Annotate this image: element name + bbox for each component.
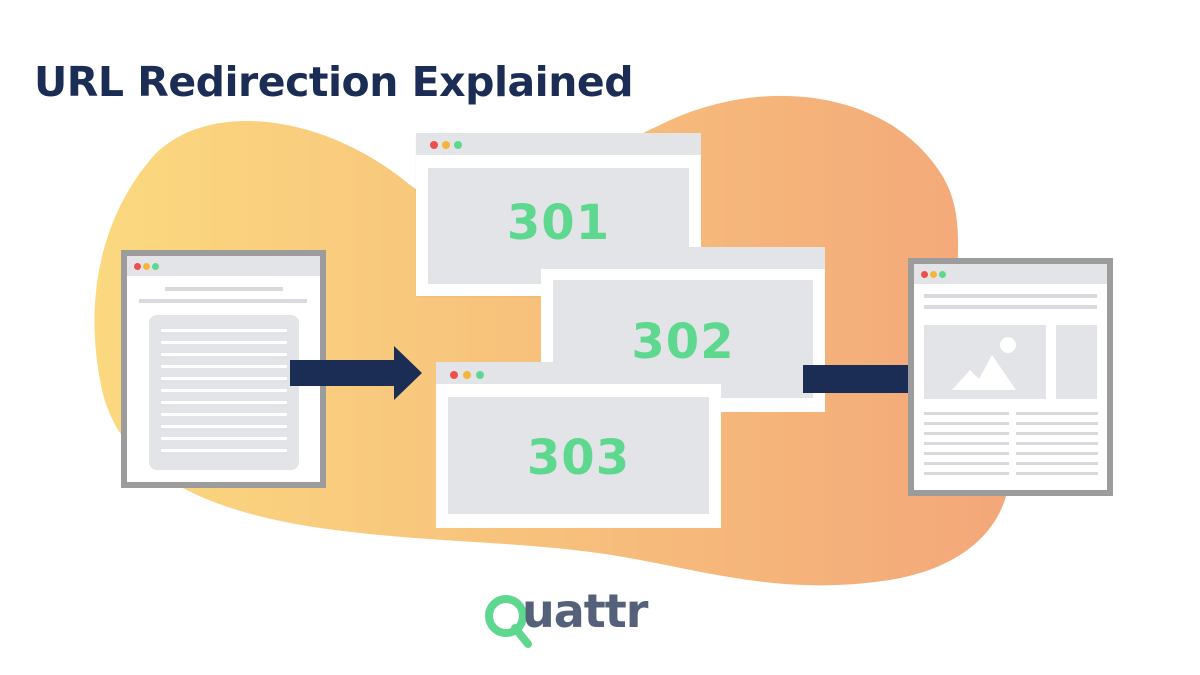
window-title-bar [541, 247, 825, 269]
minimize-dot-icon [463, 371, 471, 379]
status-code-301: 301 [506, 195, 611, 251]
maximize-dot-icon [152, 263, 159, 270]
destination-page-window [908, 258, 1113, 496]
close-dot-icon [430, 141, 438, 149]
image-icon [952, 337, 1016, 390]
window-title-bar [127, 256, 320, 276]
header-line [924, 294, 1097, 298]
source-page-window [121, 250, 326, 488]
hero-image-placeholder [924, 325, 1046, 399]
minimize-dot-icon [930, 271, 937, 278]
close-dot-icon [921, 271, 928, 278]
page-title: URL Redirection Explained [34, 58, 634, 106]
logo-wordmark: uattr [522, 584, 648, 638]
redirect-303-window: 303 [436, 362, 721, 528]
text-lines [161, 329, 287, 452]
redirect-arrow-icon [290, 346, 422, 400]
window-title-bar [914, 264, 1107, 284]
sidebar-placeholder [1056, 325, 1097, 399]
minimize-dot-icon [143, 263, 150, 270]
status-code-303: 303 [526, 430, 631, 486]
magnifier-q-icon [485, 595, 532, 648]
status-code-302: 302 [631, 314, 735, 370]
window-title-bar [436, 362, 721, 384]
header-line [924, 305, 1097, 309]
text-columns [924, 412, 1098, 475]
maximize-dot-icon [476, 371, 484, 379]
header-line [139, 299, 307, 303]
maximize-dot-icon [454, 141, 462, 149]
window-title-bar [416, 133, 701, 155]
quattr-logo: uattr [482, 584, 702, 654]
window-body [448, 397, 709, 514]
maximize-dot-icon [939, 271, 946, 278]
header-line [165, 287, 283, 291]
content-panel [149, 315, 299, 470]
close-dot-icon [450, 371, 458, 379]
redirect-arrow-icon [803, 352, 935, 406]
close-dot-icon [134, 263, 141, 270]
minimize-dot-icon [442, 141, 450, 149]
